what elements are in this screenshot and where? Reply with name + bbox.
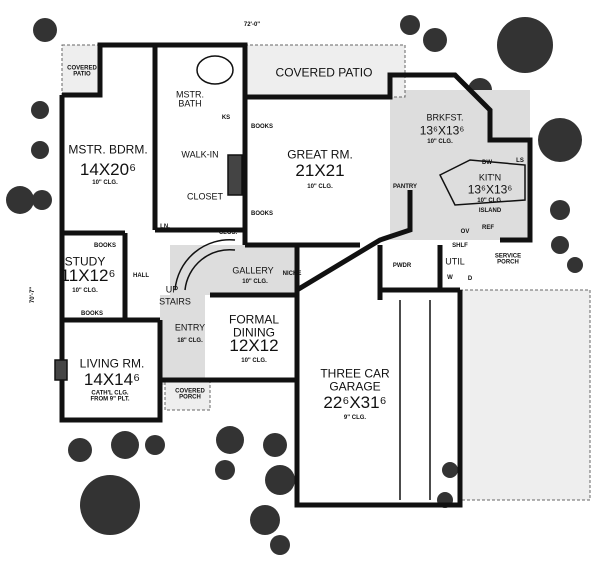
utility-label: UTIL (445, 256, 465, 267)
master-bedroom-name: MSTR. BDRM. (68, 142, 148, 157)
depth-dimension: 70'-7" (29, 286, 36, 304)
stairs-up-label: UP (165, 284, 179, 295)
width-dimension: 72'-0" (243, 21, 261, 28)
study-size: 11X12⁶ (60, 266, 116, 286)
oven-label: OV (460, 228, 470, 235)
living-room-name: LIVING RM. (79, 356, 145, 371)
study-ceiling: 10" CLG. (72, 287, 98, 294)
garage-ceiling: 9" CLG. (343, 414, 367, 421)
closet-small-label: CLOS. (218, 229, 238, 236)
master-bath-label: MSTR. BATH (176, 89, 204, 109)
walls (59, 42, 533, 508)
living-room-size: 14X14⁶ (83, 370, 141, 390)
ks-label: KS (221, 114, 231, 121)
washer-label: W (447, 274, 453, 281)
stairs-niche-label: NICHE (177, 227, 197, 234)
powder-room-label: PWDR (392, 262, 412, 269)
island-label: ISLAND (478, 207, 502, 214)
books-label-1: BOOKS (250, 123, 274, 130)
master-bedroom-ceiling: 10" CLG. (92, 179, 118, 186)
pantry-label: PANTRY (393, 183, 417, 190)
study-name: STUDY (64, 254, 106, 269)
landscaping-shrubs (6, 15, 583, 555)
entry-label: ENTRY (174, 322, 206, 333)
living-room-ceiling: CATH'L CLG. FROM 9" PLT. (90, 390, 130, 403)
study-books-bottom: BOOKS (80, 310, 104, 317)
closet-label: CLOSET (186, 191, 224, 202)
formal-dining-size: 12X12 (229, 336, 279, 356)
dryer-label: D (467, 275, 473, 282)
shelf-label: SHLF (452, 242, 468, 249)
linen-label: LN. (160, 223, 170, 230)
master-bedroom-size: 14X20⁶ (79, 160, 137, 180)
garage-size: 22⁶X31⁶ (323, 393, 387, 413)
kitchen-ceiling: 10" CLG. (477, 197, 503, 204)
great-room-name: GREAT RM. (287, 147, 353, 162)
breakfast-ceiling: 10" CLG. (427, 138, 453, 145)
gallery-label: GALLERY (232, 265, 274, 276)
gallery-niche-label: NICHE (282, 270, 302, 277)
breakfast-name: BRKFST. (426, 112, 464, 123)
service-porch-label: SERVICE PORCH (494, 253, 522, 266)
hall-label: HALL (133, 272, 149, 279)
covered-patio-small-label: COVERED PATIO (67, 65, 97, 78)
formal-dining-ceiling: 10" CLG. (241, 357, 267, 364)
entry-ceiling: 18" CLG. (177, 337, 203, 344)
covered-patio-label: COVERED PATIO (275, 65, 373, 80)
study-books-top: BOOKS (93, 242, 117, 249)
garage-name: THREE CAR GARAGE (320, 366, 390, 393)
gallery-ceiling: 10" CLG. (242, 278, 268, 285)
stairs-label: STAIRS (159, 296, 191, 307)
refrigerator-label: REF (482, 224, 494, 231)
breakfast-size: 13⁶X13⁶ (419, 123, 465, 138)
walk-in-label: WALK-IN (181, 149, 219, 160)
great-room-ceiling: 10" CLG. (307, 183, 333, 190)
kitchen-size: 13⁶X13⁶ (467, 182, 513, 197)
books-label-2: BOOKS (250, 210, 274, 217)
lazy-susan-label: LS (516, 157, 524, 164)
formal-dining-name: FORMAL DINING (228, 312, 280, 339)
covered-porch-label: COVERED PORCH (175, 388, 205, 401)
kitchen-name: KIT'N (478, 172, 502, 183)
dishwasher-label: DW (482, 159, 492, 166)
great-room-size: 21X21 (295, 161, 345, 181)
